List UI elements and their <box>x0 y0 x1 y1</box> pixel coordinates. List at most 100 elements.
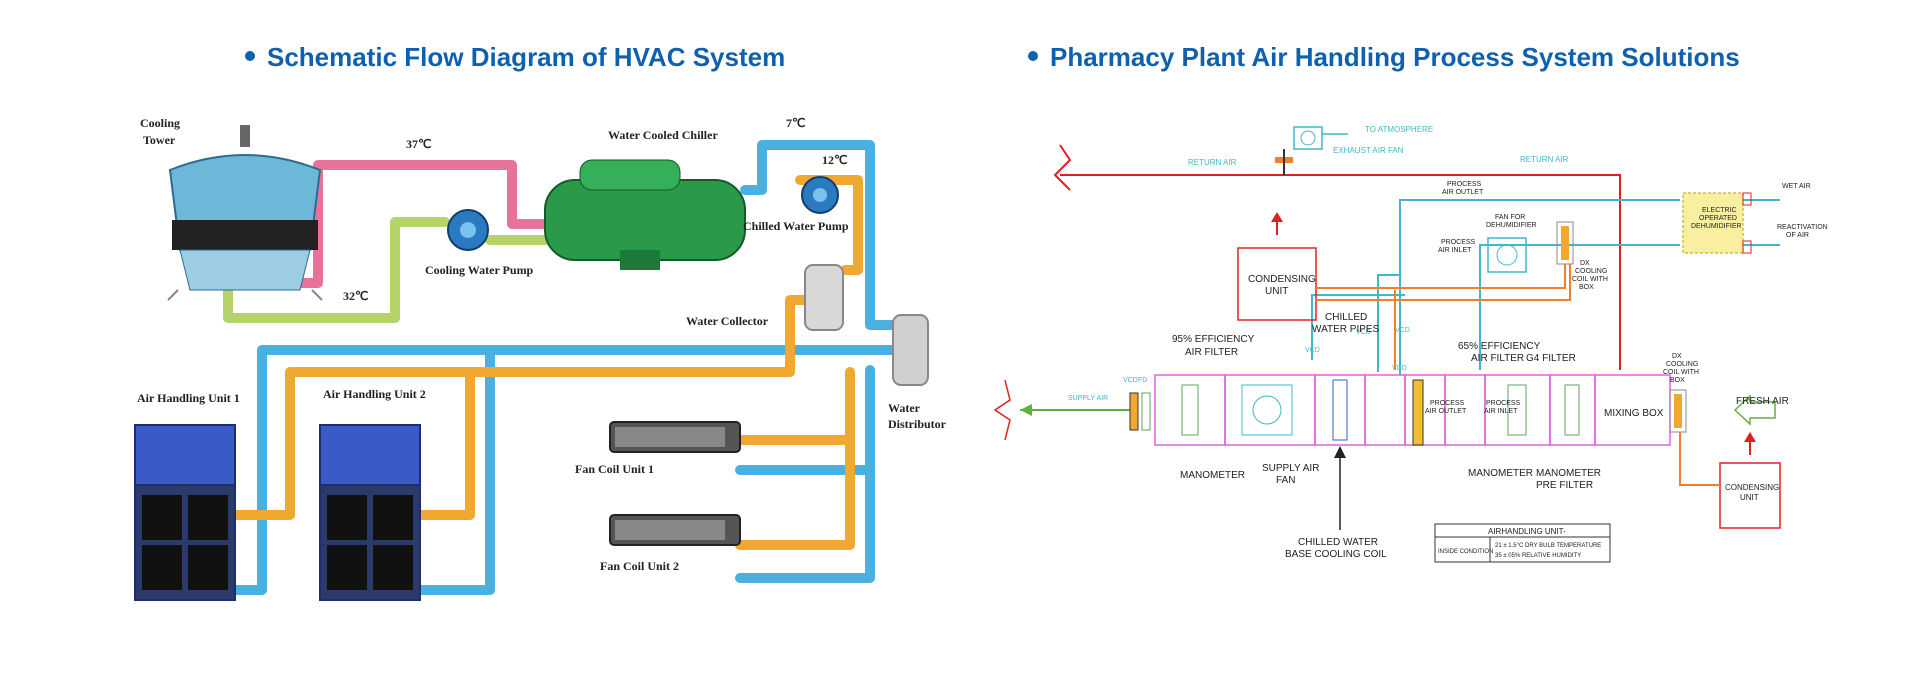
vcd-label-2: VCD <box>1395 327 1410 334</box>
table-value-2: 35 ± 05% RELATIVE HUMIDITY <box>1495 553 1581 559</box>
dx-top-label: DX <box>1580 260 1590 267</box>
ahu1-label: Air Handling Unit 1 <box>137 391 240 405</box>
refrigerant-lines <box>1316 264 1571 370</box>
table-title: AIRHANDLING UNIT- <box>1488 527 1566 536</box>
process-inlet-top-label-2: AIR INLET <box>1438 247 1472 254</box>
ahu2-label: Air Handling Unit 2 <box>323 387 426 401</box>
vcd-label-5: VCD <box>1123 377 1138 384</box>
dx-top-label-3: COIL WITH <box>1572 276 1608 283</box>
supply-fan-label: SUPPLY AIR <box>1262 463 1319 474</box>
pipe-network <box>223 140 900 595</box>
manometer-label-3: MANOMETER <box>1536 468 1601 479</box>
ahu-diagram: TO ATMOSPHERE EXHAUST AIR FAN RETURN AIR… <box>993 125 1828 563</box>
hvac-heading-text: Schematic Flow Diagram of HVAC System <box>267 42 786 72</box>
dx-bottom-label-4: BOX <box>1670 377 1685 384</box>
water-distributor <box>892 314 929 386</box>
ahu-sections <box>1154 374 1671 446</box>
dehumidifier-label-3: DEHUMIDIFIER <box>1691 223 1742 230</box>
supply-air-label: SUPPLY AIR <box>1068 395 1108 402</box>
condenser-return-pipe <box>223 217 450 323</box>
return-air-label-2: RETURN AIR <box>1520 155 1569 164</box>
condensing-bottom-label: CONDENSING <box>1725 483 1779 492</box>
supply-air-line <box>993 379 1151 441</box>
fan-coil-unit-1 <box>609 421 741 453</box>
dx-bottom-label-2: COOLING <box>1666 361 1698 368</box>
chilled-pipes-label: CHILLED <box>1325 312 1367 323</box>
dx-top-label-2: COOLING <box>1575 268 1607 275</box>
vcd-label-1: VCD <box>1356 329 1371 336</box>
cooling-tower-label-2: Tower <box>143 133 176 147</box>
chilled-pump-label: Chilled Water Pump <box>743 219 849 233</box>
proc-in-label-2: AIR INLET <box>1484 408 1518 415</box>
table-key: INSIDE CONDITION <box>1438 549 1493 555</box>
reactivation-label-2: OF AIR <box>1786 232 1809 239</box>
dx-coil-top <box>1556 221 1574 265</box>
condensing-unit-bottom <box>1679 432 1781 529</box>
process-outlet-top-label-2: AIR OUTLET <box>1442 189 1484 196</box>
ahu-heading: Pharmacy Plant Air Handling Process Syst… <box>1028 42 1740 73</box>
mixing-box-label: MIXING BOX <box>1604 408 1664 419</box>
condensing-bottom-label-2: UNIT <box>1740 493 1759 502</box>
chilled-coil-pointer <box>1334 446 1346 530</box>
temp-12-label: 12℃ <box>822 153 847 167</box>
water-collector <box>804 264 844 331</box>
ahu1-chilled-pipe <box>223 345 900 595</box>
wet-air-label: WET AIR <box>1782 183 1811 190</box>
condensing-top-label-2: UNIT <box>1265 286 1288 297</box>
eff95-label-2: AIR FILTER <box>1185 347 1238 358</box>
temp-32-label: 32℃ <box>343 289 368 303</box>
temp-7-label: 7℃ <box>786 116 805 130</box>
hvac-heading: Schematic Flow Diagram of HVAC System <box>245 42 785 73</box>
ahu2-chilled-pipe <box>405 345 495 595</box>
condensing-unit-top <box>1237 212 1317 321</box>
process-outlet-top-label: PROCESS <box>1447 181 1482 188</box>
water-cooled-chiller <box>544 159 746 270</box>
to-atmosphere-label: TO ATMOSPHERE <box>1365 125 1433 134</box>
supply-fan-label-2: FAN <box>1276 475 1295 486</box>
eff95-label: 95% EFFICIENCY <box>1172 334 1255 345</box>
fd-label: FD <box>1138 377 1147 384</box>
table-value-1: 21 ± 1.5°C DRY BULB TEMPERATURE <box>1495 543 1601 549</box>
reactivation-label: REACTIVATION <box>1777 224 1828 231</box>
condensing-top-label: CONDENSING <box>1248 274 1316 285</box>
vcd-label-3: VCD <box>1305 347 1320 354</box>
g4-label: G4 FILTER <box>1526 353 1576 364</box>
pre-filter-label: PRE FILTER <box>1536 480 1593 491</box>
eff65-label: 65% EFFICIENCY <box>1458 341 1541 352</box>
manometer-label-1: MANOMETER <box>1180 470 1245 481</box>
cooling-pump-label: Cooling Water Pump <box>425 263 534 277</box>
eff65-label-2: AIR FILTER <box>1471 353 1524 364</box>
water-distributor-label: Water <box>888 401 921 415</box>
dx-top-label-4: BOX <box>1579 284 1594 291</box>
fresh-air-label: FRESH AIR <box>1736 396 1789 407</box>
dx-bottom-label-3: COIL WITH <box>1663 369 1699 376</box>
dehumidifier-label: ELECTRIC <box>1702 207 1737 214</box>
proc-out-label: PROCESS <box>1430 400 1465 407</box>
process-air-lines <box>1311 199 1780 375</box>
fan-dehumidifier-label: FAN FOR <box>1495 214 1525 221</box>
exhaust-air-fan <box>1275 126 1348 175</box>
chilled-coil-label: CHILLED WATER <box>1298 537 1378 548</box>
bullet-icon <box>1028 51 1038 62</box>
hvac-diagram: Cooling Tower 37℃ 32℃ 7℃ 12℃ Water Coole… <box>134 116 947 601</box>
condition-table: AIRHANDLING UNIT- INSIDE CONDITION 21 ± … <box>1434 523 1611 563</box>
hvac-schematic-panel: Schematic Flow Diagram of HVAC System <box>134 42 947 601</box>
cooling-tower-label: Cooling <box>140 116 180 130</box>
return-air-line <box>1053 144 1621 370</box>
process-inlet-top-label: PROCESS <box>1441 239 1476 246</box>
ahu1-return-pipe <box>223 295 810 520</box>
dx-coil-bottom <box>1669 389 1687 433</box>
chilled-coil-label-2: BASE COOLING COIL <box>1285 549 1387 560</box>
ahu-heading-text: Pharmacy Plant Air Handling Process Syst… <box>1050 42 1740 72</box>
cooling-tower <box>167 125 323 301</box>
chilled-pipes-label-2: WATER PIPES <box>1312 324 1380 335</box>
dehumidifier-label-2: OPERATED <box>1699 215 1737 222</box>
proc-in-label: PROCESS <box>1486 400 1521 407</box>
air-handling-unit-1 <box>134 424 236 601</box>
electric-dehumidifier <box>1682 192 1752 254</box>
ahu2-return-pipe <box>405 367 475 520</box>
cooling-water-pump-icon <box>447 209 489 251</box>
fcu-chilled-pipe <box>735 365 875 583</box>
water-distributor-label-2: Distributor <box>888 417 947 431</box>
dx-bottom-label: DX <box>1672 353 1682 360</box>
